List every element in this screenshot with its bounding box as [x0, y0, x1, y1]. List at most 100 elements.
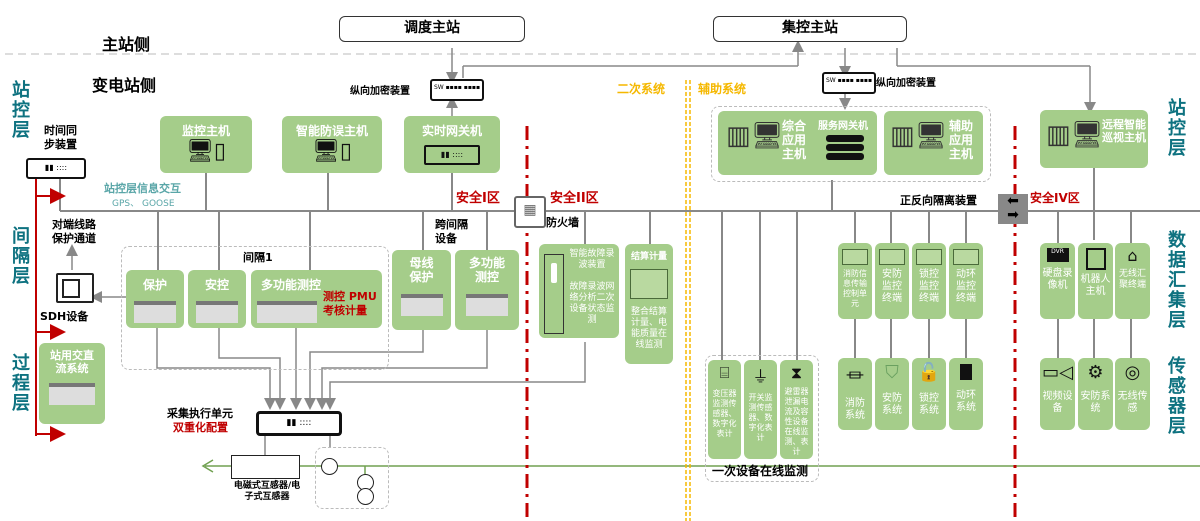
merging-unit-label: 采集执行单元: [167, 407, 233, 420]
layer-sensor-right: 传感器层: [1165, 356, 1186, 436]
aux-terminal[interactable]: 锁控监控终端: [912, 243, 946, 319]
metering-device[interactable]: 结算计量 整合结算计量、电能质量在线监测: [625, 244, 673, 364]
multi-measure-label: 多功能测控: [261, 278, 322, 292]
primary-monitor-label-group: 一次设备在线监测: [712, 464, 809, 478]
aux-terminal[interactable]: 动环监控终端: [949, 243, 983, 319]
aggregator-label: 无线汇聚终端: [1118, 269, 1146, 290]
wireless-sensor-icon: ◎: [1124, 362, 1141, 383]
encryption-device-right-label: 纵向加密装置: [876, 78, 936, 89]
remote-line-channel-label: 对端线路保护通道: [52, 218, 96, 245]
layer-data-aggregation-right: 数据汇集层: [1165, 230, 1186, 330]
monitor-host[interactable]: 监控主机 🖥▯: [160, 116, 252, 173]
robot-icon: ⚙: [1087, 362, 1104, 383]
arrester-icon: ⧗: [790, 363, 803, 382]
sensor[interactable]: ◎无线传感: [1115, 358, 1150, 430]
fault-recorder-cabinet-icon: [544, 254, 564, 334]
transformer-box: [231, 455, 300, 479]
server-computer-icon: ▥🖥: [890, 121, 948, 151]
protection-label: 保护: [142, 278, 167, 292]
remote-patrol-host[interactable]: ▥🖥 远程智能巡视主机: [1040, 110, 1148, 168]
station-acdc-system[interactable]: 站用交直流系统: [39, 343, 105, 424]
server-rack-icon: [826, 135, 864, 160]
encryption-device-left-icon: SW ▪▪▪▪ ▪▪▪▪: [430, 79, 484, 101]
server-computer-icon: ▥🖥: [1046, 120, 1104, 150]
multi-measure-device-2[interactable]: 多功能测控: [455, 250, 519, 330]
sensor[interactable]: ⚙安防系统: [1078, 358, 1113, 430]
primary-monitor[interactable]: ⌸变压器监测传感器、数字化表计: [708, 360, 741, 459]
primary-monitor[interactable]: ⏚ 开关监测传感器、数字化表计: [744, 360, 777, 459]
aggregator[interactable]: ⌂ 无线汇聚终端: [1115, 243, 1150, 319]
info-protocols-label: GPS、 GOOSE: [112, 199, 175, 209]
dispatch-master-box[interactable]: 调度主站: [339, 16, 525, 42]
primary-monitor-label: 开关监测传感器、数字化表计: [748, 393, 773, 442]
zone4-label: 安全IV区: [1030, 191, 1080, 205]
time-sync-label: 时间同步装置: [44, 124, 77, 151]
fire-detector-icon: ⏛: [846, 366, 864, 387]
integrated-host[interactable]: ▥🖥 综合应用主机 服务网关机: [718, 111, 877, 175]
dvr-icon: DVR: [1046, 248, 1069, 262]
primary-monitor-group: [705, 355, 819, 482]
computer-icon: 🖥▯: [185, 139, 227, 164]
robot-host-icon: [1085, 248, 1106, 270]
aux-host-label: 辅助应用主机: [948, 119, 973, 161]
fault-recorder-device[interactable]: 智能故障录波装置 故障录波网络分析二次设备状态监测: [539, 244, 619, 338]
primary-monitor-label: 避雷器泄漏电流及容性设备在线监测、表计: [784, 387, 809, 456]
terminal-label: 动环监控终端: [956, 269, 976, 304]
primary-monitor[interactable]: ⧗ 避雷器泄漏电流及容性设备在线监测、表计: [780, 360, 813, 459]
system-label: 消防系统: [845, 398, 865, 421]
terminal-label: 锁控监控终端: [919, 269, 939, 304]
station-acdc-label: 站用交直流系统: [50, 349, 94, 375]
zone2-label: 安全II区: [550, 191, 599, 206]
aux-system[interactable]: 动环系统: [949, 358, 983, 430]
redundant-label: 双重化配置: [173, 421, 228, 434]
bay1-group: [121, 246, 389, 370]
system-label: 锁控系统: [919, 393, 939, 416]
video-camera-icon: ▭◁: [1042, 362, 1073, 383]
aggregator[interactable]: 机器人主机: [1078, 243, 1113, 319]
layer-process-left: 过程层: [9, 353, 30, 413]
pt-icon-bottom: [357, 488, 374, 505]
isolation-device-icon: ⬅➡: [998, 194, 1028, 224]
aux-system[interactable]: ⏛ 消防系统: [838, 358, 872, 430]
integrated-host-label: 综合应用主机: [782, 119, 807, 161]
multi-measure2-label: 多功能测控: [468, 256, 505, 284]
aux-system[interactable]: ⛉安防系统: [875, 358, 909, 430]
central-master-box[interactable]: 集控主站: [713, 16, 907, 42]
aux-app-host[interactable]: ▥🖥 辅助应用主机: [884, 111, 983, 175]
aggregator-label: 机器人主机: [1080, 274, 1111, 297]
time-sync-device-icon: ▮▮ ::::: [26, 158, 86, 179]
protection-device[interactable]: 保护: [126, 270, 184, 328]
aux-terminal[interactable]: 消防信息传输控制单元: [838, 243, 872, 319]
relay-device-icon: [134, 301, 176, 323]
safety-control-device[interactable]: 安控: [188, 270, 246, 328]
switch-icon: ⏚: [752, 367, 769, 386]
substation-side-label: 变电站侧: [92, 76, 157, 95]
aux-terminal[interactable]: 安防监控终端: [875, 243, 909, 319]
wireless-router-icon: ⌂: [1127, 246, 1138, 265]
central-master-label: 集控主站: [782, 20, 838, 36]
metering-desc: 整合结算计量、电能质量在线监测: [630, 307, 667, 350]
aux-system[interactable]: 🔓锁控系统: [912, 358, 946, 430]
layer-station-control-left: 站控层: [9, 80, 30, 140]
realtime-gateway-label: 实时网关机: [421, 124, 482, 138]
sensor[interactable]: ▭◁视频设备: [1040, 358, 1075, 430]
bus-protection-device[interactable]: 母线保护: [392, 250, 451, 330]
fault-recorder-desc: 故障录波网络分析二次设备状态监测: [569, 282, 615, 325]
realtime-gateway[interactable]: 实时网关机 ▮▮ ::::: [404, 116, 500, 173]
bay1-label: 间隔1: [243, 251, 273, 264]
relay-device-icon: [49, 383, 95, 405]
merging-unit-icon[interactable]: ▮▮ ::::: [256, 411, 342, 436]
terminal-icon: [879, 249, 905, 265]
auxiliary-system-label: 辅助系统: [698, 82, 747, 96]
anti-misoperation-host[interactable]: 智能防误主机 🖥▯: [282, 116, 382, 173]
relay-device-icon: [400, 294, 443, 316]
zone1-label: 安全I区: [456, 191, 500, 206]
system-label: 安防系统: [882, 393, 902, 416]
gateway-device-icon: ▮▮ ::::: [424, 145, 480, 165]
transformer-icon: ⌸: [719, 363, 730, 382]
env-sensor-icon: [960, 364, 972, 380]
